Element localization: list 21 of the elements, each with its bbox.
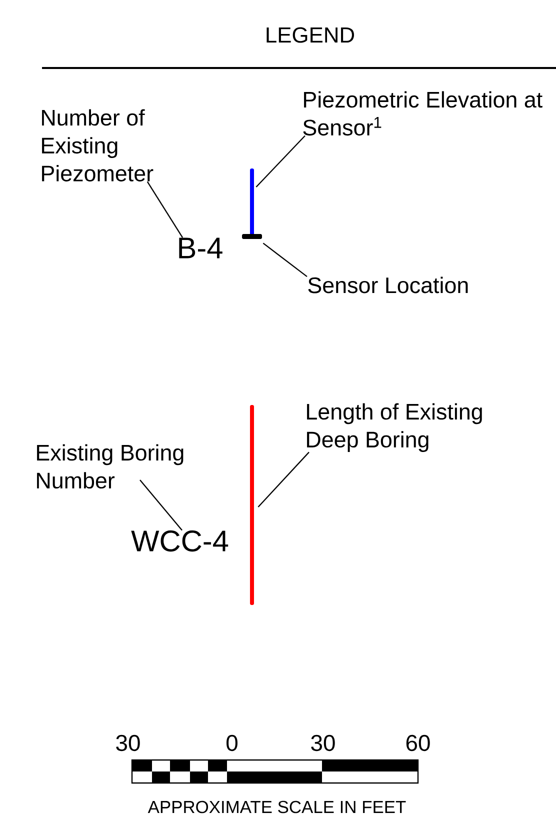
scale-number: 30 xyxy=(116,734,140,752)
scale-number: 60 xyxy=(406,734,430,752)
leader-line xyxy=(256,135,306,188)
callout-text: Piezometric Elevation at Sensor$^{1}$ xyxy=(303,91,542,136)
boring-bar xyxy=(250,405,254,605)
title: LEGEND xyxy=(266,27,354,43)
leader-line xyxy=(146,181,184,238)
leader-line xyxy=(258,452,310,508)
leader-line xyxy=(140,480,182,531)
sensor-marker xyxy=(242,234,262,239)
scale-number: 30 xyxy=(311,734,335,752)
piezometer-bar xyxy=(250,168,254,236)
scale-number: 0 xyxy=(226,734,238,752)
piezometer-number: B-4 xyxy=(179,238,222,258)
callout-text: Number of Existing Piezometer xyxy=(42,109,154,182)
callout-text: Existing Boring Number xyxy=(37,444,184,489)
scale-caption: APPROXIMATE SCALE IN FEET xyxy=(148,800,406,814)
callout-text: Sensor Location xyxy=(308,276,468,294)
boring-number: WCC-4 xyxy=(131,530,228,552)
leader-line xyxy=(262,242,308,278)
callout-text: Length of Existing Deep Boring xyxy=(307,403,482,452)
